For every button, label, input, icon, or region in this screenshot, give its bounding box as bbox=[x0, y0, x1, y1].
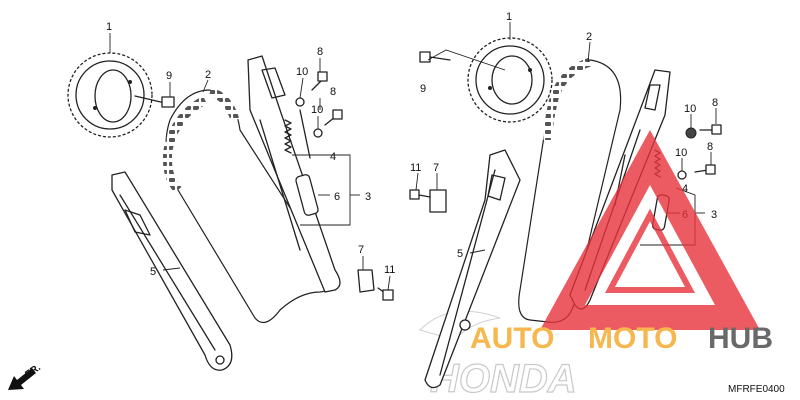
bolt-left-8b bbox=[324, 109, 343, 126]
callout-right-11: 11 bbox=[410, 162, 421, 174]
brand-auto: AUTO bbox=[470, 322, 554, 355]
bracket-right-7 bbox=[429, 189, 447, 213]
callout-right-8b: 8 bbox=[707, 141, 713, 153]
callout-left-10a: 10 bbox=[296, 66, 308, 78]
washer-left-10a bbox=[295, 97, 305, 107]
chain-guide-right bbox=[424, 149, 521, 389]
callout-left-2: 2 bbox=[205, 69, 211, 81]
washer-right-10b bbox=[677, 170, 687, 180]
callout-right-10a: 10 bbox=[684, 103, 696, 115]
callout-right-9: 9 bbox=[420, 83, 426, 95]
callout-right-10b: 10 bbox=[675, 147, 687, 159]
bolt-left-11 bbox=[377, 287, 394, 301]
honda-background-logo: HONDA bbox=[419, 310, 577, 400]
callout-left-3: 3 bbox=[365, 191, 371, 203]
callout-right-2: 2 bbox=[586, 31, 592, 43]
callout-right-1: 1 bbox=[506, 11, 512, 23]
callout-right-8a: 8 bbox=[712, 97, 718, 109]
diagram-code: MFRFE0400 bbox=[728, 384, 785, 395]
callout-left-4: 4 bbox=[330, 151, 336, 163]
automotohub-watermark: AUTO MOTO HUB bbox=[470, 130, 773, 355]
tensioner-pin-left bbox=[295, 174, 319, 216]
brand-hub: HUB bbox=[708, 322, 773, 355]
cam-sprocket-left bbox=[67, 52, 153, 138]
bracket-left-7 bbox=[357, 269, 375, 293]
callout-left-1: 1 bbox=[106, 21, 112, 33]
callout-left-6: 6 bbox=[334, 191, 340, 203]
callout-left-10b: 10 bbox=[311, 104, 323, 116]
callout-right-7: 7 bbox=[433, 162, 439, 174]
bolt-right-8a bbox=[699, 124, 722, 135]
front-arrow-icon bbox=[8, 368, 36, 390]
front-direction-indicator: FR. bbox=[8, 362, 43, 390]
callout-left-7: 7 bbox=[358, 244, 364, 256]
bolt-left-9 bbox=[134, 95, 175, 108]
washer-left-10b bbox=[313, 128, 323, 138]
cam-chain-right bbox=[518, 57, 622, 323]
callout-right-4: 4 bbox=[682, 183, 688, 195]
brand-moto: MOTO bbox=[588, 322, 677, 355]
callout-right-5: 5 bbox=[457, 248, 463, 260]
chain-guide-left bbox=[111, 171, 233, 371]
cam-sprocket-right bbox=[467, 37, 553, 123]
bolt-left-8a bbox=[311, 71, 328, 91]
left-assembly: 1 2 3 4 5 6 7 8 8 9 10 10 11 bbox=[67, 21, 395, 371]
washer-right-10a bbox=[685, 127, 697, 139]
warning-triangle-icon bbox=[540, 130, 760, 330]
callout-left-9: 9 bbox=[166, 70, 172, 82]
callout-right-3: 3 bbox=[711, 209, 717, 221]
tensioner-spring-left bbox=[284, 109, 311, 159]
tensioner-arm-left bbox=[247, 55, 341, 293]
svg-text:HONDA: HONDA bbox=[430, 357, 577, 400]
callout-left-5: 5 bbox=[150, 266, 156, 278]
callout-left-8a: 8 bbox=[317, 46, 323, 58]
bolt-right-11 bbox=[409, 189, 431, 200]
bolt-right-8b bbox=[694, 164, 716, 175]
callout-left-11: 11 bbox=[384, 264, 395, 276]
bolt-right-9 bbox=[419, 51, 451, 63]
callout-left-8b: 8 bbox=[330, 86, 336, 98]
